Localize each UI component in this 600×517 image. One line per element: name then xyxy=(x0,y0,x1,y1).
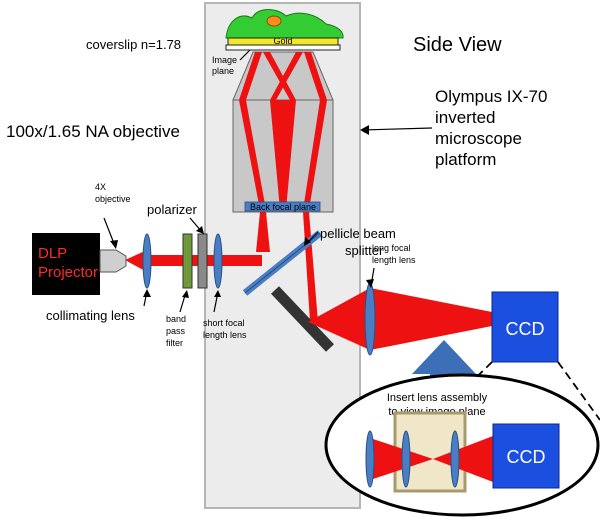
arrowhead-collimating xyxy=(143,289,151,297)
back-focal-plane-label: Back focal plane xyxy=(250,202,316,212)
band-pass-label-line3: filter xyxy=(166,338,183,348)
gold-label: Gold xyxy=(273,36,292,46)
dlp-projector xyxy=(32,233,100,295)
mirror xyxy=(271,286,334,352)
dlp-label-line1: DLP xyxy=(38,245,67,262)
arrowhead-olympus xyxy=(360,125,369,135)
cell-nucleus xyxy=(266,15,282,27)
olympus-label-line3: microscope xyxy=(435,129,522,148)
arrowhead-pellicle xyxy=(304,237,311,246)
inset-guide-right xyxy=(557,361,600,421)
ccd-label: CCD xyxy=(506,319,545,339)
olympus-label-line4: platform xyxy=(435,150,496,169)
leader-image-plane xyxy=(239,49,251,61)
beam-objective-center xyxy=(270,100,296,210)
objective-4x xyxy=(99,249,127,273)
image-plane-label-line1: Image xyxy=(212,55,237,65)
arrowhead-long-focal xyxy=(366,279,374,288)
image-plane-label-line2: plane xyxy=(212,66,234,76)
collimating-lens xyxy=(142,233,152,289)
short-focal-label-line2: length lens xyxy=(203,330,247,340)
long-focal-label-line1: long focal xyxy=(372,243,411,253)
beam-objective-right-upper xyxy=(304,52,327,100)
side-view-label: Side View xyxy=(413,34,502,56)
beam-objective-left-lower xyxy=(239,100,266,210)
inset-beam-right xyxy=(433,436,493,482)
arrowhead-polarizer xyxy=(196,226,204,234)
polarizer-element xyxy=(197,233,208,289)
polarizer-label: polarizer xyxy=(147,202,198,217)
beam-long-lens-to-ccd xyxy=(370,288,492,350)
inset-lens-2 xyxy=(401,430,411,488)
coverslip xyxy=(225,44,341,51)
beam-to-long-lens xyxy=(308,288,370,350)
band-pass-filter xyxy=(182,233,193,289)
arrowhead-4x xyxy=(110,240,118,249)
insert-text-line1: Insert lens assembly xyxy=(387,392,488,404)
dlp-label-line2: Projector xyxy=(38,264,98,281)
collimating-lens-label: collimating lens xyxy=(46,308,135,323)
beam-objective-left-cross xyxy=(263,52,296,100)
inset-lens-1 xyxy=(365,430,375,488)
pellicle-label-line2: splitter xyxy=(345,243,384,258)
olympus-label-line2: inverted xyxy=(435,108,495,127)
beam-objective-left-upper xyxy=(239,52,262,100)
beam-objective-right-lower xyxy=(303,100,327,210)
objective-4x-label-line2: objective xyxy=(95,194,131,204)
short-focal-label-line1: short focal xyxy=(203,318,245,328)
band-pass-label-line2: pass xyxy=(166,326,186,336)
pellicle-label-line1: pellicle beam xyxy=(320,226,396,241)
objective-100x-label: 100x/1.65 NA objective xyxy=(6,122,180,141)
band-pass-label-line1: band xyxy=(166,314,186,324)
ccd-camera xyxy=(491,291,559,363)
coverslip-label: coverslip n=1.78 xyxy=(86,37,181,52)
long-focal-label-line2: length lens xyxy=(372,255,416,265)
cell-sample xyxy=(225,9,344,39)
insert-arrow-up xyxy=(412,340,476,390)
beam-4x-to-collimating xyxy=(125,250,147,272)
beam-objective-right-cross xyxy=(270,52,303,100)
inset-ccd-label: CCD xyxy=(507,447,546,467)
arrowhead-short-focal xyxy=(214,290,221,297)
objective-4x-label-line1: 4X xyxy=(95,182,106,192)
short-focal-length-lens xyxy=(213,233,223,289)
leader-olympus xyxy=(361,127,433,131)
inset-lens-3 xyxy=(450,430,460,488)
inset-ccd xyxy=(492,423,560,489)
olympus-label-line1: Olympus IX-70 xyxy=(435,87,547,106)
beam-below-left xyxy=(256,212,270,252)
arrowhead-band-pass xyxy=(182,290,189,298)
back-focal-plane-bar xyxy=(244,201,321,212)
long-focal-length-lens xyxy=(364,282,376,356)
